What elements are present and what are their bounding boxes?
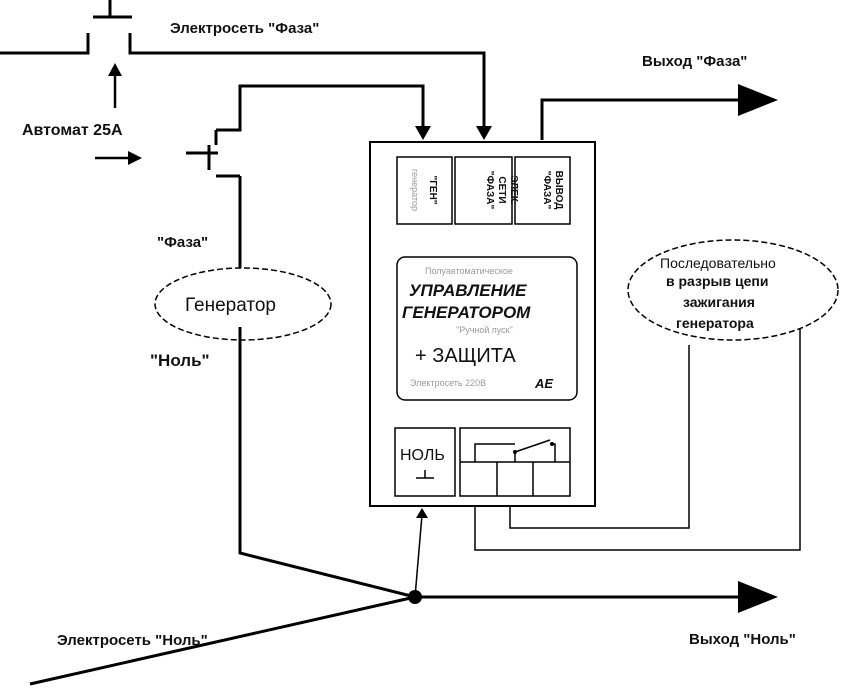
panel-top-text: Полуавтоматическое [425,266,513,276]
note-line-4: генератора [676,315,754,331]
generator-breaker-icon [186,130,240,178]
terminal-neutral [394,427,456,497]
breaker-pointer-arrow [108,63,122,108]
terminal-3-line2: "ФАЗА" [541,171,552,210]
generator-neutral-label: "Ноль" [150,351,210,370]
neutral-terminal-label: НОЛЬ [400,447,445,464]
output-phase-wire [540,84,778,140]
terminal-output-phase [514,156,571,225]
neutral-bus-wire [29,327,778,686]
panel-title-line1: УПРАВЛЕНИЕ [409,281,527,300]
terminal-2-line2: СЕТИ [496,176,507,203]
panel-logo: АЕ [534,376,553,391]
breaker-label: Автомат 25А [22,122,123,139]
panel-voltage: Электросеть 220В [410,378,486,388]
front-panel [396,256,578,401]
panel-subtitle: "Ручной пуск" [456,325,513,335]
terminal-1-small: генератор [410,169,420,211]
breaker-right-arrow [95,151,142,165]
terminal-3-line1: ВЫВОД [553,171,564,210]
terminal-mains-phase [454,156,513,225]
output-phase-label: Выход "Фаза" [642,53,747,70]
note-line-2: в разрыв цепи [666,273,768,289]
junction-dot [408,590,422,604]
note-line-1: Последовательно [660,255,776,271]
note-line-3: зажигания [683,294,755,310]
generator-label: Генератор [185,295,276,316]
mains-phase-wire [0,15,492,140]
terminal-generator [396,156,453,225]
output-neutral-label: Выход "Ноль" [689,631,796,648]
control-device: "ГЕН" генератор ЭЛЕК. СЕТИ "ФАЗА" ВЫВОД … [369,141,596,507]
panel-title-line2: ГЕНЕРАТОРОМ [402,303,531,322]
generator-phase-wire [216,84,431,282]
mains-neutral-label: Электросеть "Ноль" [57,632,208,649]
ignition-circuit-wires [474,300,801,551]
note-ellipse [627,239,839,341]
panel-protection: + ЗАЩИТА [415,345,516,367]
terminal-2-line3: "ФАЗА" [484,171,495,210]
generator-ellipse [154,267,332,341]
terminal-1-label: "ГЕН" [427,175,438,204]
generator-phase-label: "Фаза" [157,234,208,251]
mains-phase-label: Электросеть "Фаза" [170,20,319,37]
terminal-2-line1: ЭЛЕК. [508,175,519,205]
